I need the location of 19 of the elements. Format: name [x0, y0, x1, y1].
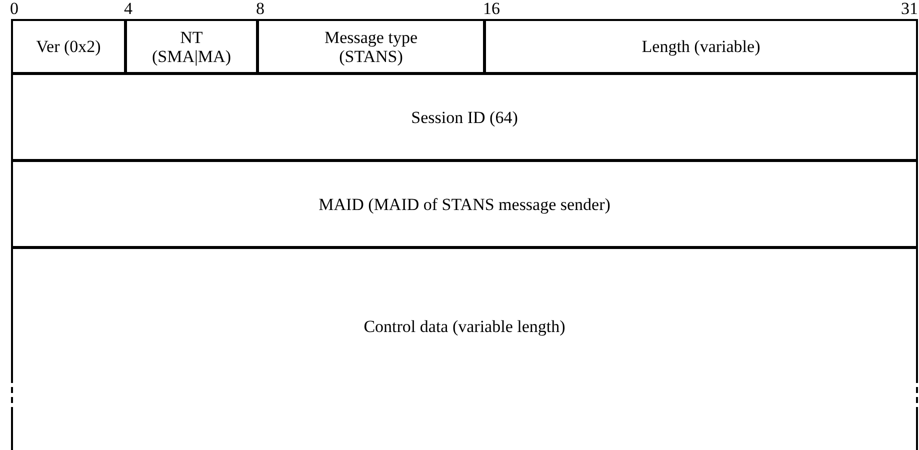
field-name: Ver (0x2)	[36, 37, 101, 56]
field-box	[484, 19, 918, 74]
bit-number: 8	[256, 0, 264, 17]
field-box	[11, 247, 918, 450]
field-box	[11, 19, 126, 74]
bit-number: 31	[901, 0, 918, 17]
bit-number: 0	[10, 0, 18, 17]
field-name: Message type (STANS)	[323, 28, 418, 66]
field-box	[11, 160, 918, 248]
field-name: Session ID (64)	[411, 108, 518, 126]
bit-number: 4	[124, 0, 132, 17]
field-box	[11, 73, 918, 161]
field-box	[125, 19, 258, 74]
field-name: MAID (MAID of STANS message sender)	[318, 194, 610, 214]
bit-number: 16	[483, 0, 500, 17]
field-name: Length (variable)	[642, 37, 760, 56]
field-box	[257, 19, 485, 74]
field-name: Control data (variable length)	[364, 317, 566, 336]
field-name: NT (SMA|MA)	[151, 28, 232, 66]
